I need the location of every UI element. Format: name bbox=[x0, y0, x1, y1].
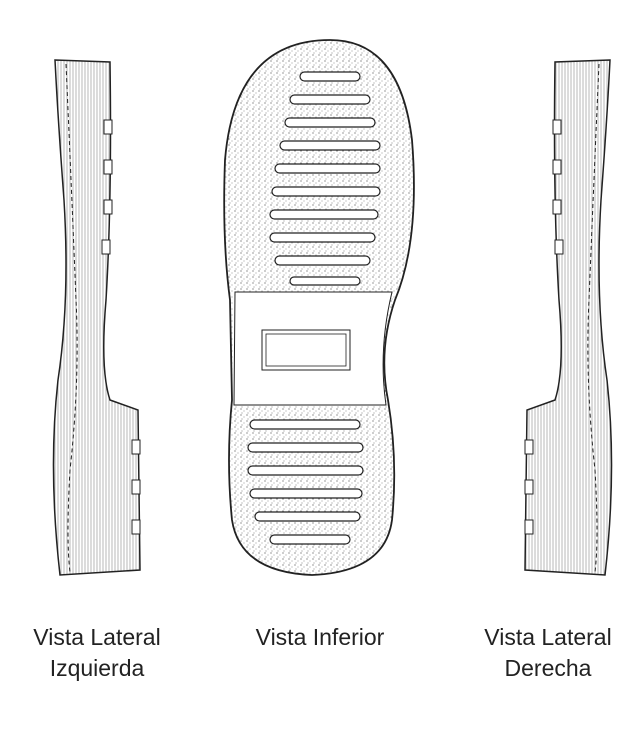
label-line: Derecha bbox=[504, 655, 592, 681]
label-left-side-view: Vista Lateral Izquierda bbox=[0, 622, 197, 684]
label-line: Vista Lateral bbox=[484, 624, 612, 650]
label-line: Vista Lateral bbox=[33, 624, 161, 650]
label-line: Izquierda bbox=[49, 655, 145, 681]
bottom-view bbox=[223, 39, 415, 576]
label-right-side-view: Vista Lateral Derecha bbox=[448, 622, 640, 684]
right-side-view bbox=[524, 59, 613, 576]
label-line: Vista Inferior bbox=[255, 624, 385, 650]
label-bottom-view: Vista Inferior bbox=[220, 622, 420, 653]
left-side-view bbox=[52, 59, 141, 576]
